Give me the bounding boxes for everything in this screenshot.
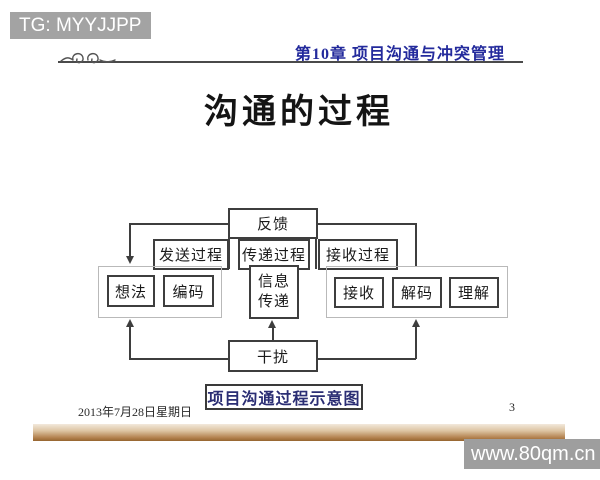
sender-group-frame xyxy=(98,266,222,318)
noise-arrowhead-up-left-icon xyxy=(126,319,134,327)
noise-arrowhead-up-right-icon xyxy=(412,319,420,327)
tg-watermark-label: TG: MYYJJPP xyxy=(10,12,151,39)
feedback-right-edge-extension xyxy=(315,239,317,269)
header-ornament-icon xyxy=(60,53,116,64)
feedback-line-right-horizontal xyxy=(317,223,417,225)
site-watermark-label: www.80qm.cn xyxy=(464,439,600,469)
slide-bottom-bar xyxy=(33,424,565,441)
diagram-box-message-transfer: 信息 传递 xyxy=(249,265,299,319)
noise-line-up-vertical xyxy=(272,328,274,340)
feedback-arrowhead-down-icon xyxy=(126,256,134,264)
slide-date: 2013年7月28日星期日 xyxy=(78,405,193,419)
diagram-box-idea: 想法 xyxy=(107,275,155,307)
diagram-box-receive-process: 接收过程 xyxy=(318,239,398,270)
noise-line-left-horizontal xyxy=(129,358,228,360)
slide-title: 沟通的过程 xyxy=(204,94,394,131)
noise-arrowhead-up-center-icon xyxy=(268,320,276,328)
noise-line-right-vertical xyxy=(415,327,417,359)
feedback-left-edge-extension xyxy=(228,239,230,269)
feedback-line-left-vertical xyxy=(129,223,131,257)
diagram-box-receive: 接收 xyxy=(334,277,384,308)
diagram-box-decode: 解码 xyxy=(392,277,442,308)
feedback-line-left-horizontal xyxy=(129,223,228,225)
receiver-group-frame xyxy=(326,266,508,318)
diagram-box-noise: 干扰 xyxy=(228,340,318,372)
noise-line-left-vertical xyxy=(129,327,131,359)
chapter-header-title: 第10章 项目沟通与冲突管理 xyxy=(294,46,505,63)
diagram-box-transfer-process: 传递过程 xyxy=(238,239,310,270)
diagram-box-encode: 编码 xyxy=(163,275,214,307)
header-divider-line xyxy=(58,61,523,63)
diagram-box-feedback: 反馈 xyxy=(228,208,318,239)
feedback-line-right-vertical xyxy=(415,223,417,266)
noise-line-right-horizontal xyxy=(318,358,416,360)
diagram-box-understand: 理解 xyxy=(449,277,499,308)
page-number: 3 xyxy=(509,400,515,414)
diagram-caption: 项目沟通过程示意图 xyxy=(205,384,363,410)
